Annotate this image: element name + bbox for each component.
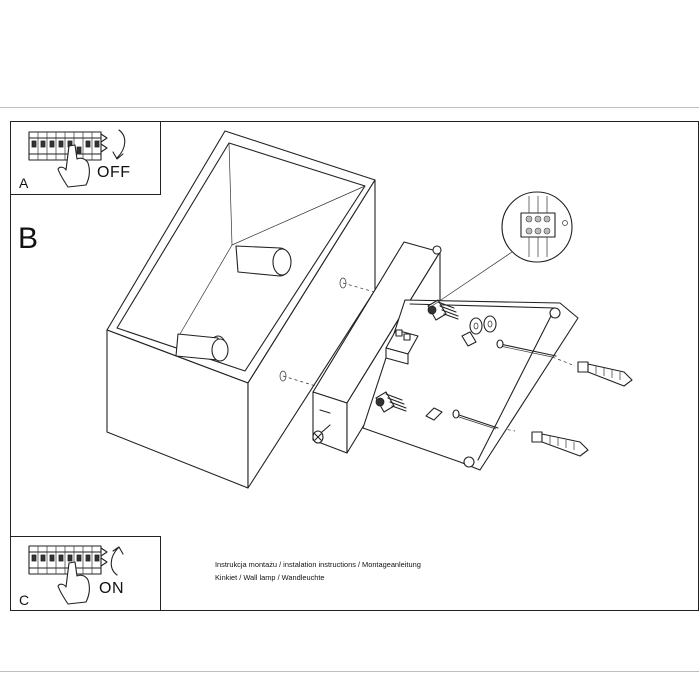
hand-icon (57, 144, 90, 188)
mounting-screw-lower (452, 409, 499, 430)
breaker-on-illustration (28, 545, 124, 605)
switch-up-arrow-icon (110, 546, 124, 576)
panel-a-letter: A (19, 175, 29, 191)
washer-lower (425, 407, 443, 421)
caption-line-1: Instrukcja montażu / instalation instruc… (215, 560, 421, 569)
panel-a-switch-off: A OFF (10, 121, 161, 195)
page-frame (0, 107, 699, 672)
caption-line-2: Kinkiet / Wall lamp / Wandleuchte (215, 573, 325, 582)
wiring-detail-callout (431, 191, 573, 307)
cable-gland-lower (375, 391, 407, 413)
lamp-housing (106, 130, 376, 489)
on-label: ON (99, 580, 124, 597)
mounting-screw-upper (496, 339, 557, 358)
wall-bracket (362, 299, 579, 471)
panel-c-letter: C (19, 592, 30, 608)
switch-down-arrow-icon (112, 129, 126, 160)
wall-plug-lower (531, 431, 589, 457)
terminal-block (385, 329, 419, 365)
panel-c-switch-on: C ON (10, 536, 161, 611)
washer-nut-set-upper (461, 315, 497, 347)
circuit-breaker-icon (28, 131, 108, 161)
wall-plug-upper (577, 361, 633, 387)
panel-b-letter: B (18, 222, 39, 255)
hand-icon (57, 561, 90, 605)
breaker-off-illustration (28, 129, 126, 188)
housing-screw (312, 424, 331, 444)
cable-gland-upper (427, 299, 459, 321)
instruction-sheet-border (10, 121, 699, 611)
off-label: OFF (97, 164, 131, 181)
circuit-breaker-icon (28, 545, 108, 575)
